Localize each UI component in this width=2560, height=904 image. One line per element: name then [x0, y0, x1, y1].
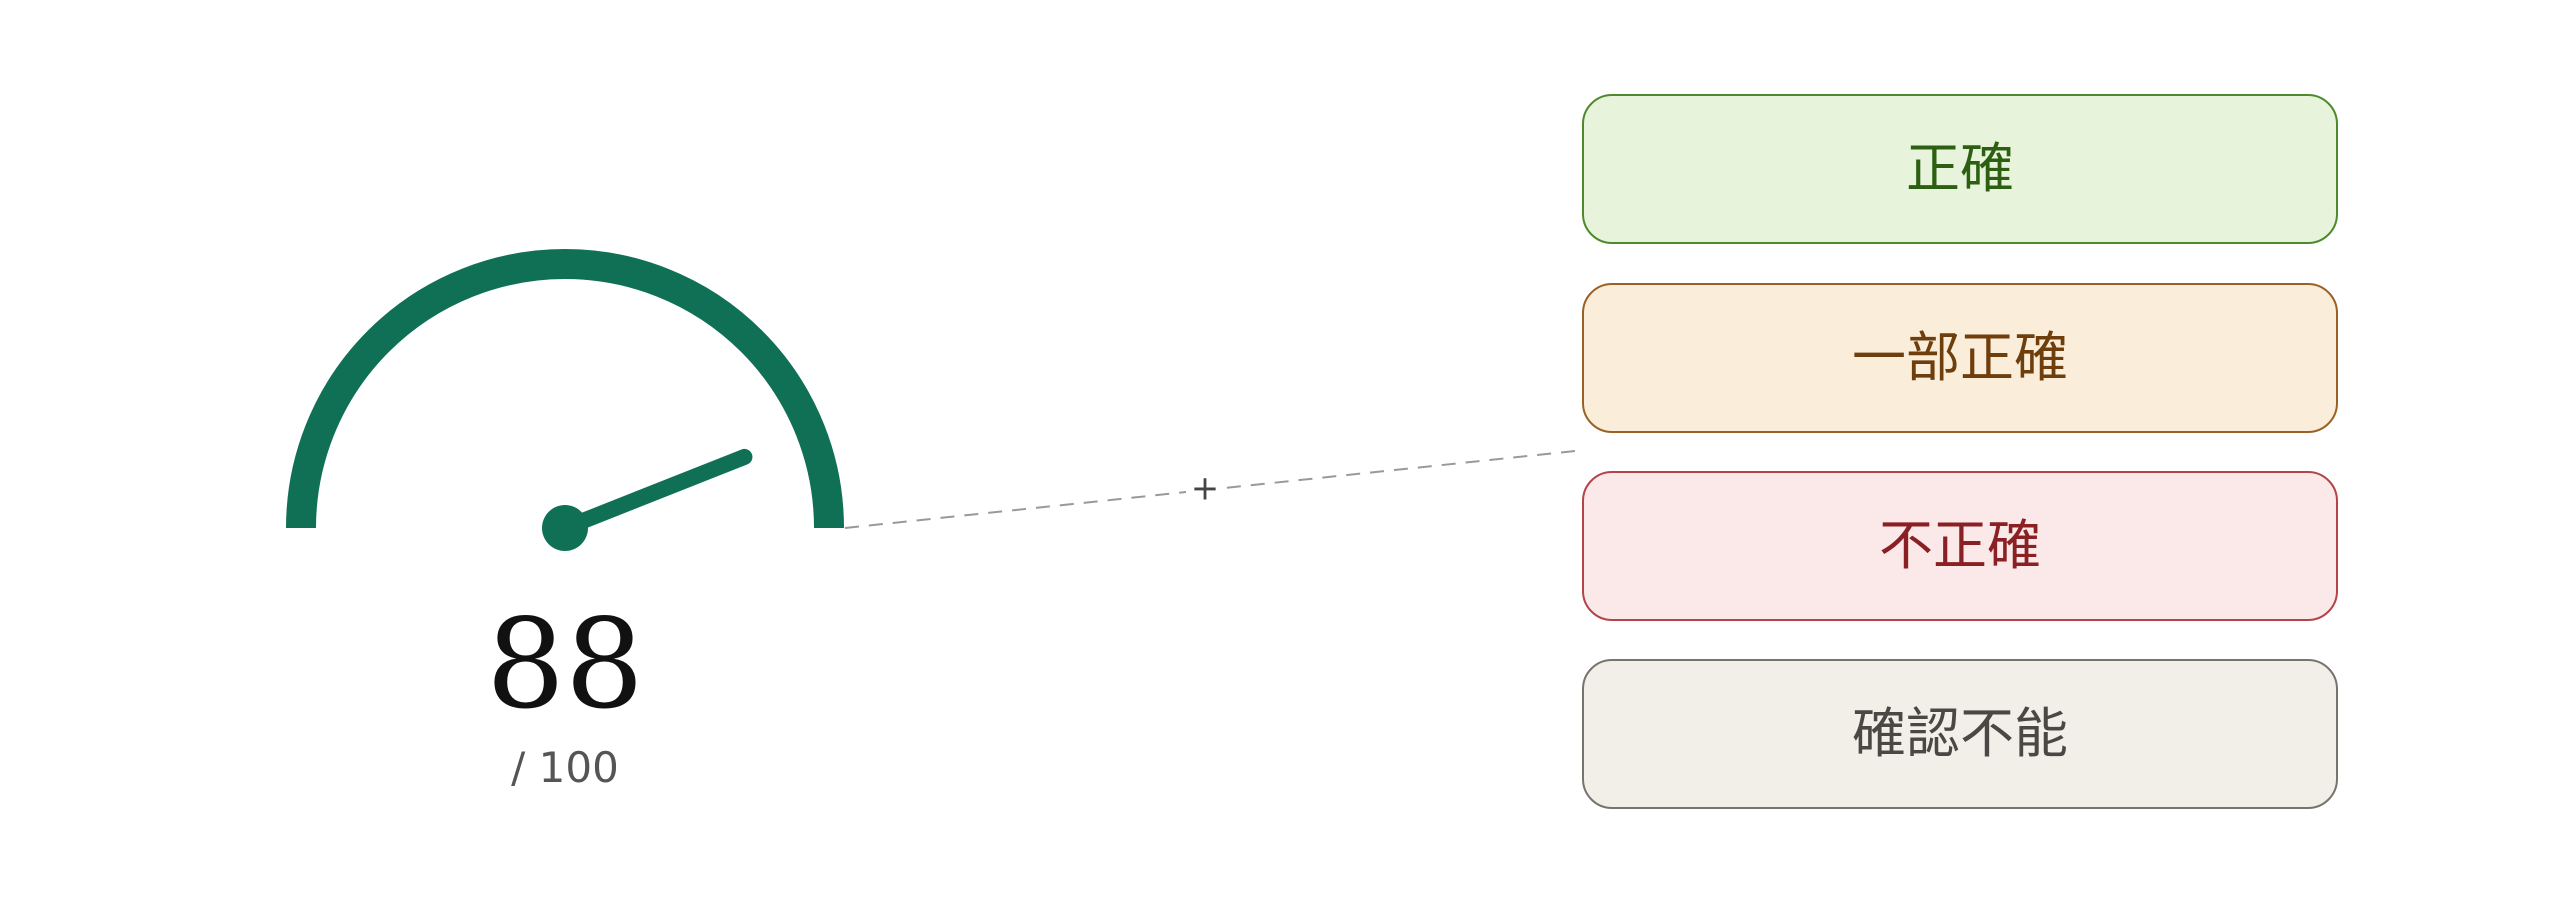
- score-value: 88: [486, 593, 644, 737]
- verdict-label: 確認不能: [1852, 702, 2068, 765]
- score-total: / 100: [511, 743, 619, 792]
- verdict-label: 不正確: [1879, 514, 2041, 577]
- verdict-label: 正確: [1906, 137, 2014, 200]
- connector-plus-background: [1186, 467, 1224, 507]
- verdict-option-partially-correct[interactable]: 一部正確: [1582, 283, 2338, 433]
- verdict-label: 一部正確: [1852, 326, 2068, 389]
- gauge-needle: [557, 448, 753, 536]
- connector-plus-icon: +: [1191, 469, 1220, 509]
- verdict-option-correct[interactable]: 正確: [1582, 94, 2338, 244]
- verdict-option-unverifiable[interactable]: 確認不能: [1582, 659, 2338, 809]
- gauge-needle-hub: [542, 505, 588, 551]
- gauge-arc: [286, 249, 844, 529]
- verdict-option-incorrect[interactable]: 不正確: [1582, 471, 2338, 621]
